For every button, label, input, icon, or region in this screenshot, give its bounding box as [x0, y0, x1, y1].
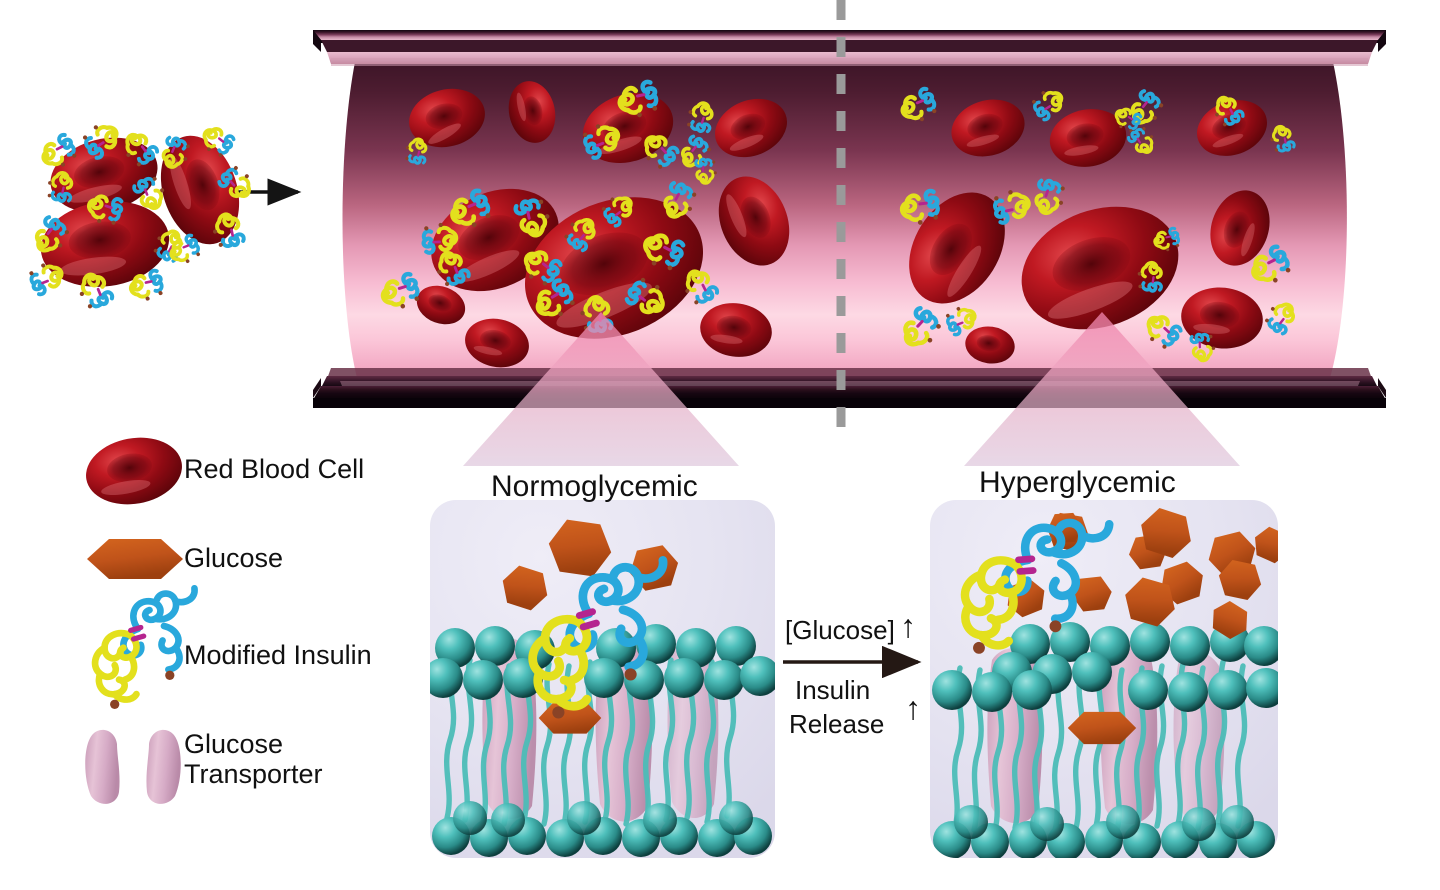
red-blood-cell [965, 326, 1015, 364]
glucose-hexagon [1067, 711, 1137, 745]
rbc-insulin-cluster [26, 117, 260, 312]
legend-label-glucose: Glucose [184, 543, 284, 573]
reaction-bottom-label-line2: Release [789, 709, 885, 739]
red-blood-cell [409, 88, 485, 148]
reaction-top-arrow-glyph: ↑ [900, 608, 916, 644]
magnifier-beam-right [964, 312, 1240, 466]
legend-label-glucose-transporter: Glucose Transporter [184, 729, 323, 790]
red-blood-cell-icon [86, 437, 182, 505]
legend-label-modified-insulin: Modified Insulin [184, 640, 372, 670]
legend-label-red-blood-cell: Red Blood Cell [184, 454, 365, 484]
reaction-top-label: [Glucose] [785, 615, 895, 645]
glucose-transporter-icon [85, 729, 181, 804]
vessel-left-opening [314, 58, 357, 382]
modified-insulin-icon [95, 588, 195, 709]
glucose-hexagon-icon [87, 539, 183, 579]
reaction-bottom-label-line1: Insulin [795, 675, 871, 705]
red-blood-cell [714, 98, 788, 158]
glucose-hexagon [502, 565, 548, 611]
red-blood-cell [1181, 287, 1263, 349]
red-blood-cell [1210, 190, 1270, 266]
red-blood-cell [416, 285, 466, 325]
hyperglycemic-panel [930, 500, 1278, 858]
magnifier-beam-left [463, 312, 739, 466]
red-blood-cell [700, 303, 772, 357]
red-blood-cell [951, 99, 1025, 157]
red-blood-cell [1196, 100, 1268, 156]
red-blood-cell [508, 81, 556, 143]
red-blood-cell [718, 176, 790, 266]
red-blood-cell [1049, 109, 1127, 167]
red-blood-cell-with-insulin [1021, 206, 1179, 330]
condition-title-hyperglycemic: Hyperglycemic [979, 466, 1176, 499]
vessel-right-cut [1331, 58, 1400, 382]
lipid-heads-bottom [933, 805, 1275, 858]
lipid-heads-top [932, 622, 1278, 712]
red-blood-cell [909, 192, 1005, 304]
glucose-hexagon [548, 519, 612, 577]
reaction-bottom-arrow-glyph: ↑ [905, 690, 921, 726]
vessel-top-wall [313, 30, 1386, 66]
condition-title-normoglycemic: Normoglycemic [491, 470, 698, 503]
red-blood-cell [465, 318, 529, 368]
normoglycemic-panel [430, 500, 775, 858]
vessel-contents [379, 77, 1300, 368]
lipid-heads-top [430, 624, 775, 700]
lipid-heads-bottom [432, 801, 772, 857]
